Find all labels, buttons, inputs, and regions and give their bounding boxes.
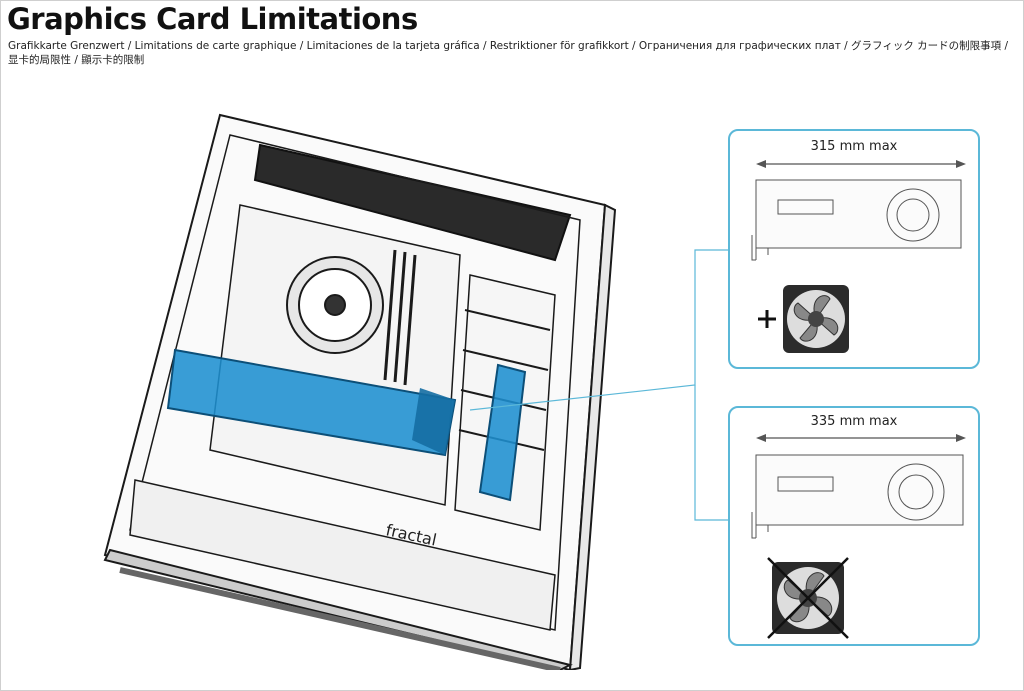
dimension-label: 315 mm max: [810, 139, 898, 154]
dimension-label: 335 mm max: [810, 414, 898, 429]
page-subtitle: Grafikkarte Grenzwert / Limitations de c…: [8, 40, 1009, 66]
dimension-arrow: [756, 434, 966, 442]
graphics-card-icon: [751, 179, 962, 261]
limit-panel-bottom: 335 mm max: [728, 406, 980, 646]
dimension-arrow: [756, 160, 966, 168]
plus-fan-icon: [758, 285, 849, 353]
case-illustration: fractal: [103, 113, 617, 670]
callout-lines: [470, 249, 728, 521]
crossed-fan-icon: [767, 557, 849, 639]
page-title: Graphics Card Limitations: [7, 2, 418, 36]
limit-panel-top: 315 mm max: [728, 129, 980, 369]
graphics-card-icon: [751, 454, 964, 539]
